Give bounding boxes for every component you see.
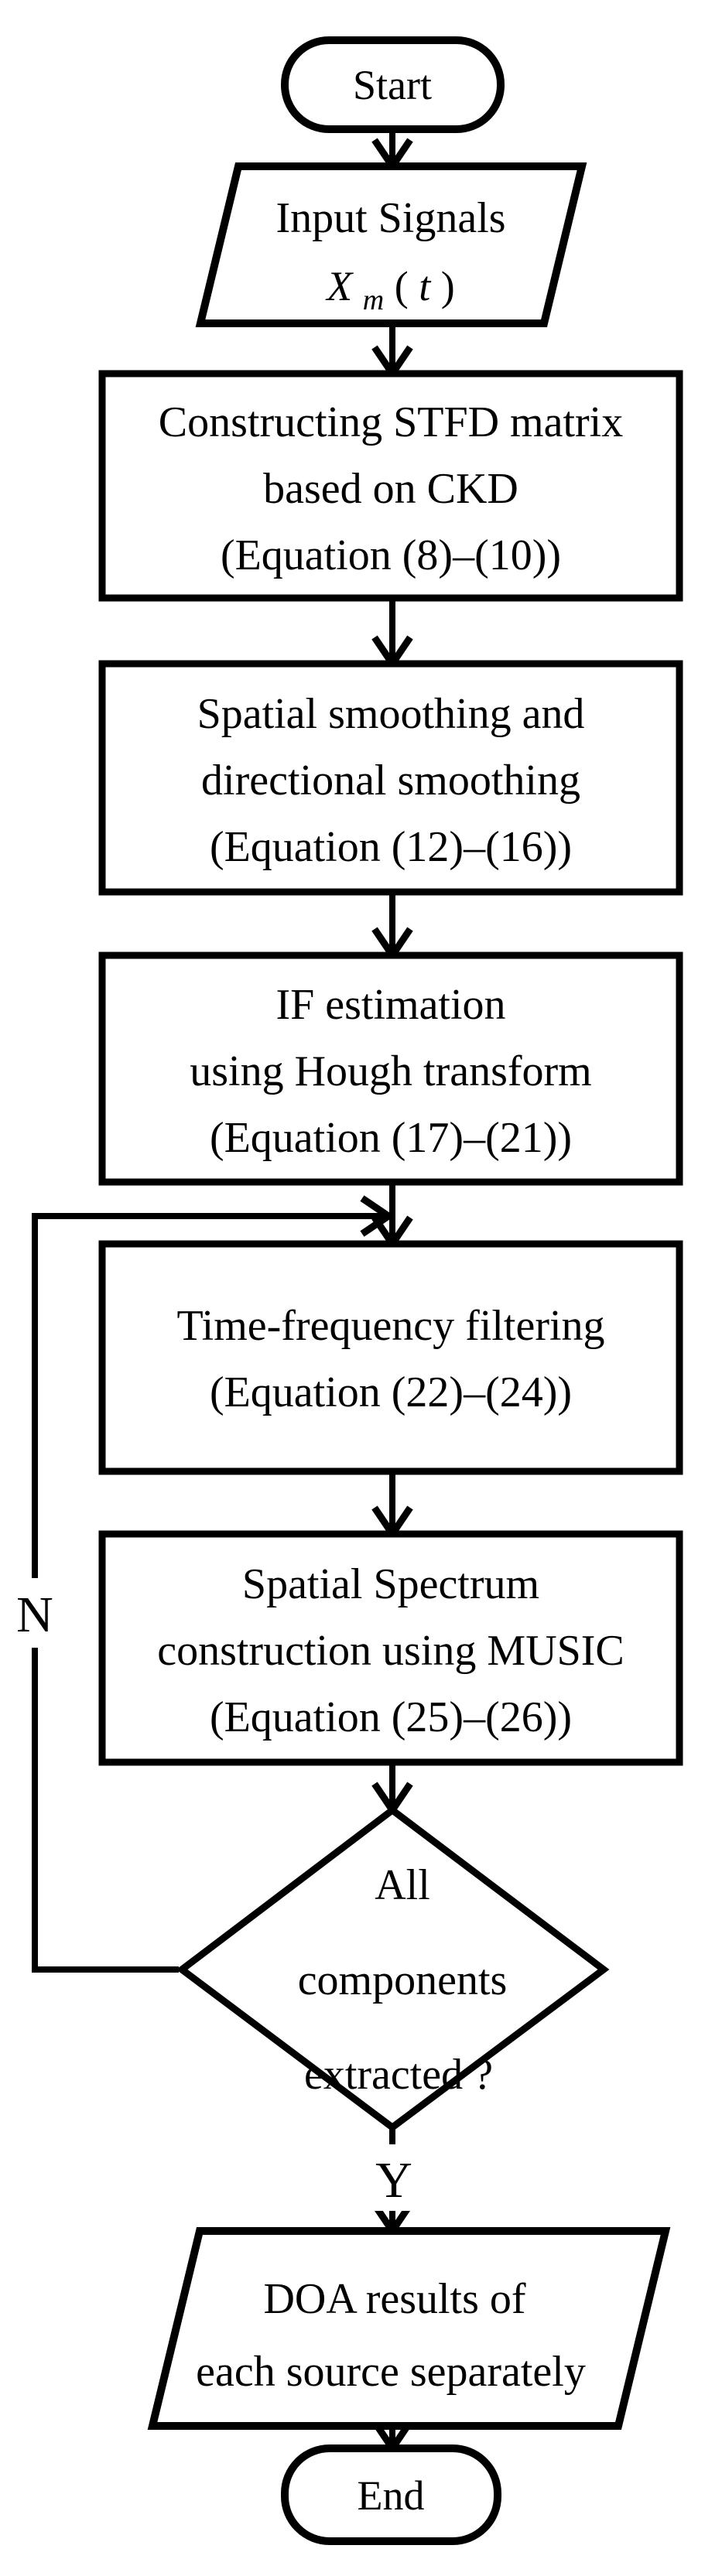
input-label-line1: Input Signals (275, 194, 505, 242)
stfd-line-2: based on CKD (263, 465, 518, 513)
if-estimation-rect-shape (98, 951, 683, 1186)
if-estimation-line-2: using Hough transform (190, 1047, 592, 1095)
edge-label-no-group: N (6, 1578, 65, 1648)
edge-label-yes-group: Y (369, 2144, 419, 2211)
doa-line-2: each source separately (196, 2348, 586, 2396)
math-paren-open: ( (395, 263, 409, 309)
node-tf-filtering: Time-frequency filtering (Equation (22)–… (98, 1240, 683, 1475)
smoothing-line-3: (Equation (12)–(16)) (210, 823, 572, 871)
node-smoothing: Spatial smoothing and directional smooth… (98, 660, 683, 896)
start-label: Start (353, 62, 432, 108)
node-music: Spatial Spectrum construction using MUSI… (98, 1530, 683, 1766)
smoothing-line-2: directional smoothing (201, 757, 580, 805)
smoothing-line-1: Spatial smoothing and (197, 690, 585, 738)
smoothing-rect-shape (98, 660, 683, 896)
music-line-3: (Equation (25)–(26)) (210, 1693, 572, 1741)
tf-filtering-line-1: Time-frequency filtering (176, 1302, 604, 1350)
decision-line-2: components (298, 1956, 508, 2004)
edge-label-yes: Y (375, 2152, 412, 2209)
edge-label-yes-mask (369, 2144, 419, 2211)
math-subscript-m: m (363, 284, 384, 316)
input-label-math: X m ( t ) (325, 263, 454, 319)
node-stfd: Constructing STFD matrix based on CKD (E… (98, 370, 683, 602)
end-label: End (358, 2472, 425, 2519)
tf-filtering-line-2: (Equation (22)–(24)) (210, 1368, 572, 1416)
decision-line-3: extracted ? (304, 2051, 493, 2099)
music-line-1: Spatial Spectrum (242, 1560, 539, 1608)
input-parallelogram-shape (195, 162, 587, 327)
edge-label-no-mask (6, 1578, 65, 1648)
doa-parallelogram-shape (147, 2227, 671, 2430)
node-doa-results: DOA results of each source separately (147, 2227, 671, 2430)
music-line-2: construction using MUSIC (157, 1627, 624, 1675)
decision-diamond-shape (176, 1806, 610, 2132)
music-rect-shape (98, 1530, 683, 1766)
decision-line-1: All (375, 1861, 430, 1909)
node-end: End (281, 2444, 501, 2545)
node-start: Start (281, 36, 505, 133)
stfd-rect-shape (98, 370, 683, 602)
stfd-line-1: Constructing STFD matrix (159, 398, 623, 446)
node-decision: All components extracted ? (176, 1806, 610, 2132)
math-t: t (419, 263, 432, 309)
if-estimation-line-3: (Equation (17)–(21)) (210, 1114, 572, 1162)
node-if-estimation: IF estimation using Hough transform (Equ… (98, 951, 683, 1186)
stfd-line-3: (Equation (8)–(10)) (221, 531, 561, 579)
edge-label-no: N (16, 1587, 53, 1643)
node-input-signals: Input Signals X m ( t ) (195, 162, 587, 327)
math-x: X (325, 263, 354, 309)
math-paren-close: ) (441, 263, 455, 309)
end-terminator-shape (281, 2444, 501, 2545)
arrowhead-loopback-junction (360, 1195, 395, 1237)
tf-filtering-rect-shape (98, 1240, 683, 1475)
if-estimation-line-1: IF estimation (275, 981, 505, 1029)
doa-line-1: DOA results of (263, 2275, 525, 2323)
start-terminator-shape (281, 36, 505, 133)
